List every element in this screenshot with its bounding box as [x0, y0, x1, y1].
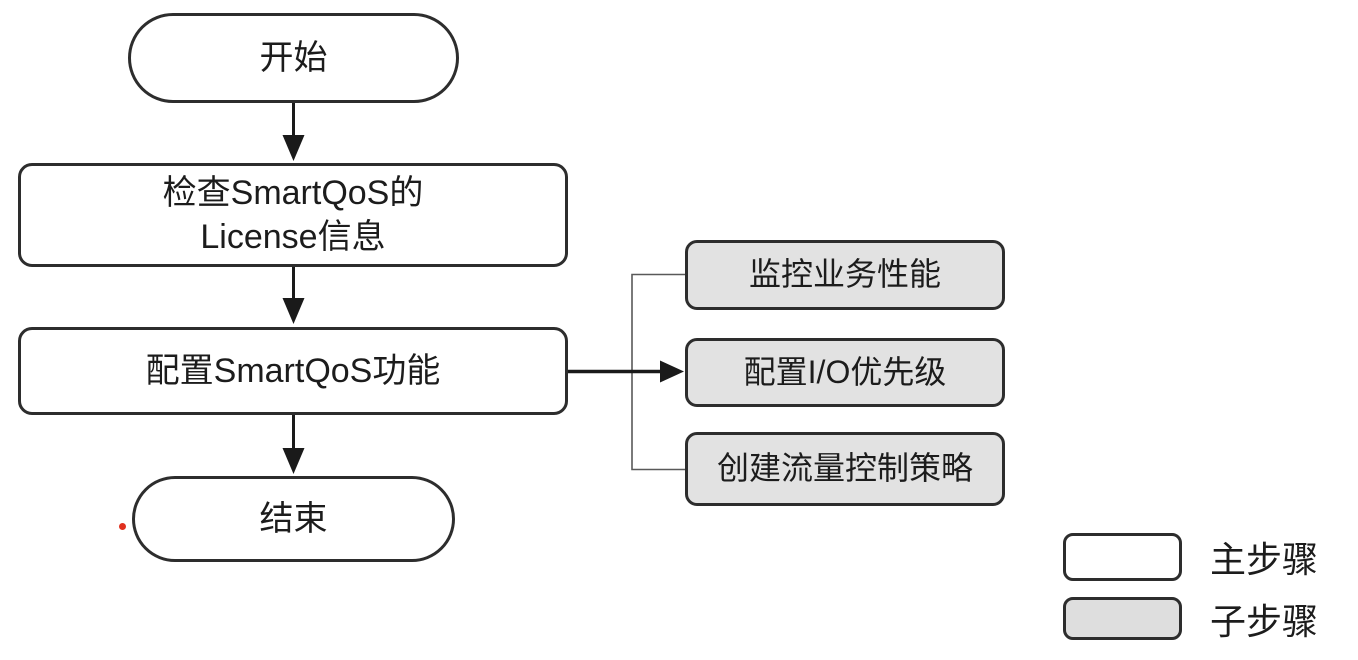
legend-sub-step-swatch: [1063, 597, 1182, 640]
node-start-label: 开始: [259, 38, 328, 77]
node-check-license: 检查SmartQoS的 License信息: [18, 163, 568, 267]
node-start: 开始: [128, 13, 459, 103]
node-end: 结束: [132, 476, 455, 562]
legend-main-step-swatch: [1063, 533, 1182, 581]
subnode-io-priority-label: 配置I/O优先级: [743, 353, 947, 390]
legend-sub-step-label: 子步骤: [1210, 600, 1319, 642]
node-configure-smartqos: 配置SmartQoS功能: [18, 327, 568, 415]
arrow-start-to-check-head: [282, 135, 305, 161]
subnode-io-priority: 配置I/O优先级: [685, 338, 1005, 407]
node-check-license-label-line1: 检查SmartQoS的: [162, 173, 424, 212]
arrow-configure-to-substeps-head: [660, 360, 684, 383]
subnode-traffic-control-policy-label: 创建流量控制策略: [716, 450, 973, 487]
arrow-check-to-configure-head: [282, 298, 305, 324]
bracket-substeps: [631, 273, 685, 471]
subnode-monitor-performance: 监控业务性能: [685, 240, 1005, 310]
node-check-license-label-line2: License信息: [200, 218, 386, 256]
subnode-traffic-control-policy: 创建流量控制策略: [685, 432, 1005, 506]
legend-main-step-label: 主步骤: [1210, 539, 1319, 580]
node-end-label: 结束: [259, 499, 328, 538]
arrow-configure-to-end-head: [282, 448, 305, 474]
subnode-monitor-performance-label: 监控业务性能: [748, 256, 941, 293]
node-configure-smartqos-label: 配置SmartQoS功能: [145, 351, 441, 390]
stray-red-dot: [119, 523, 126, 530]
